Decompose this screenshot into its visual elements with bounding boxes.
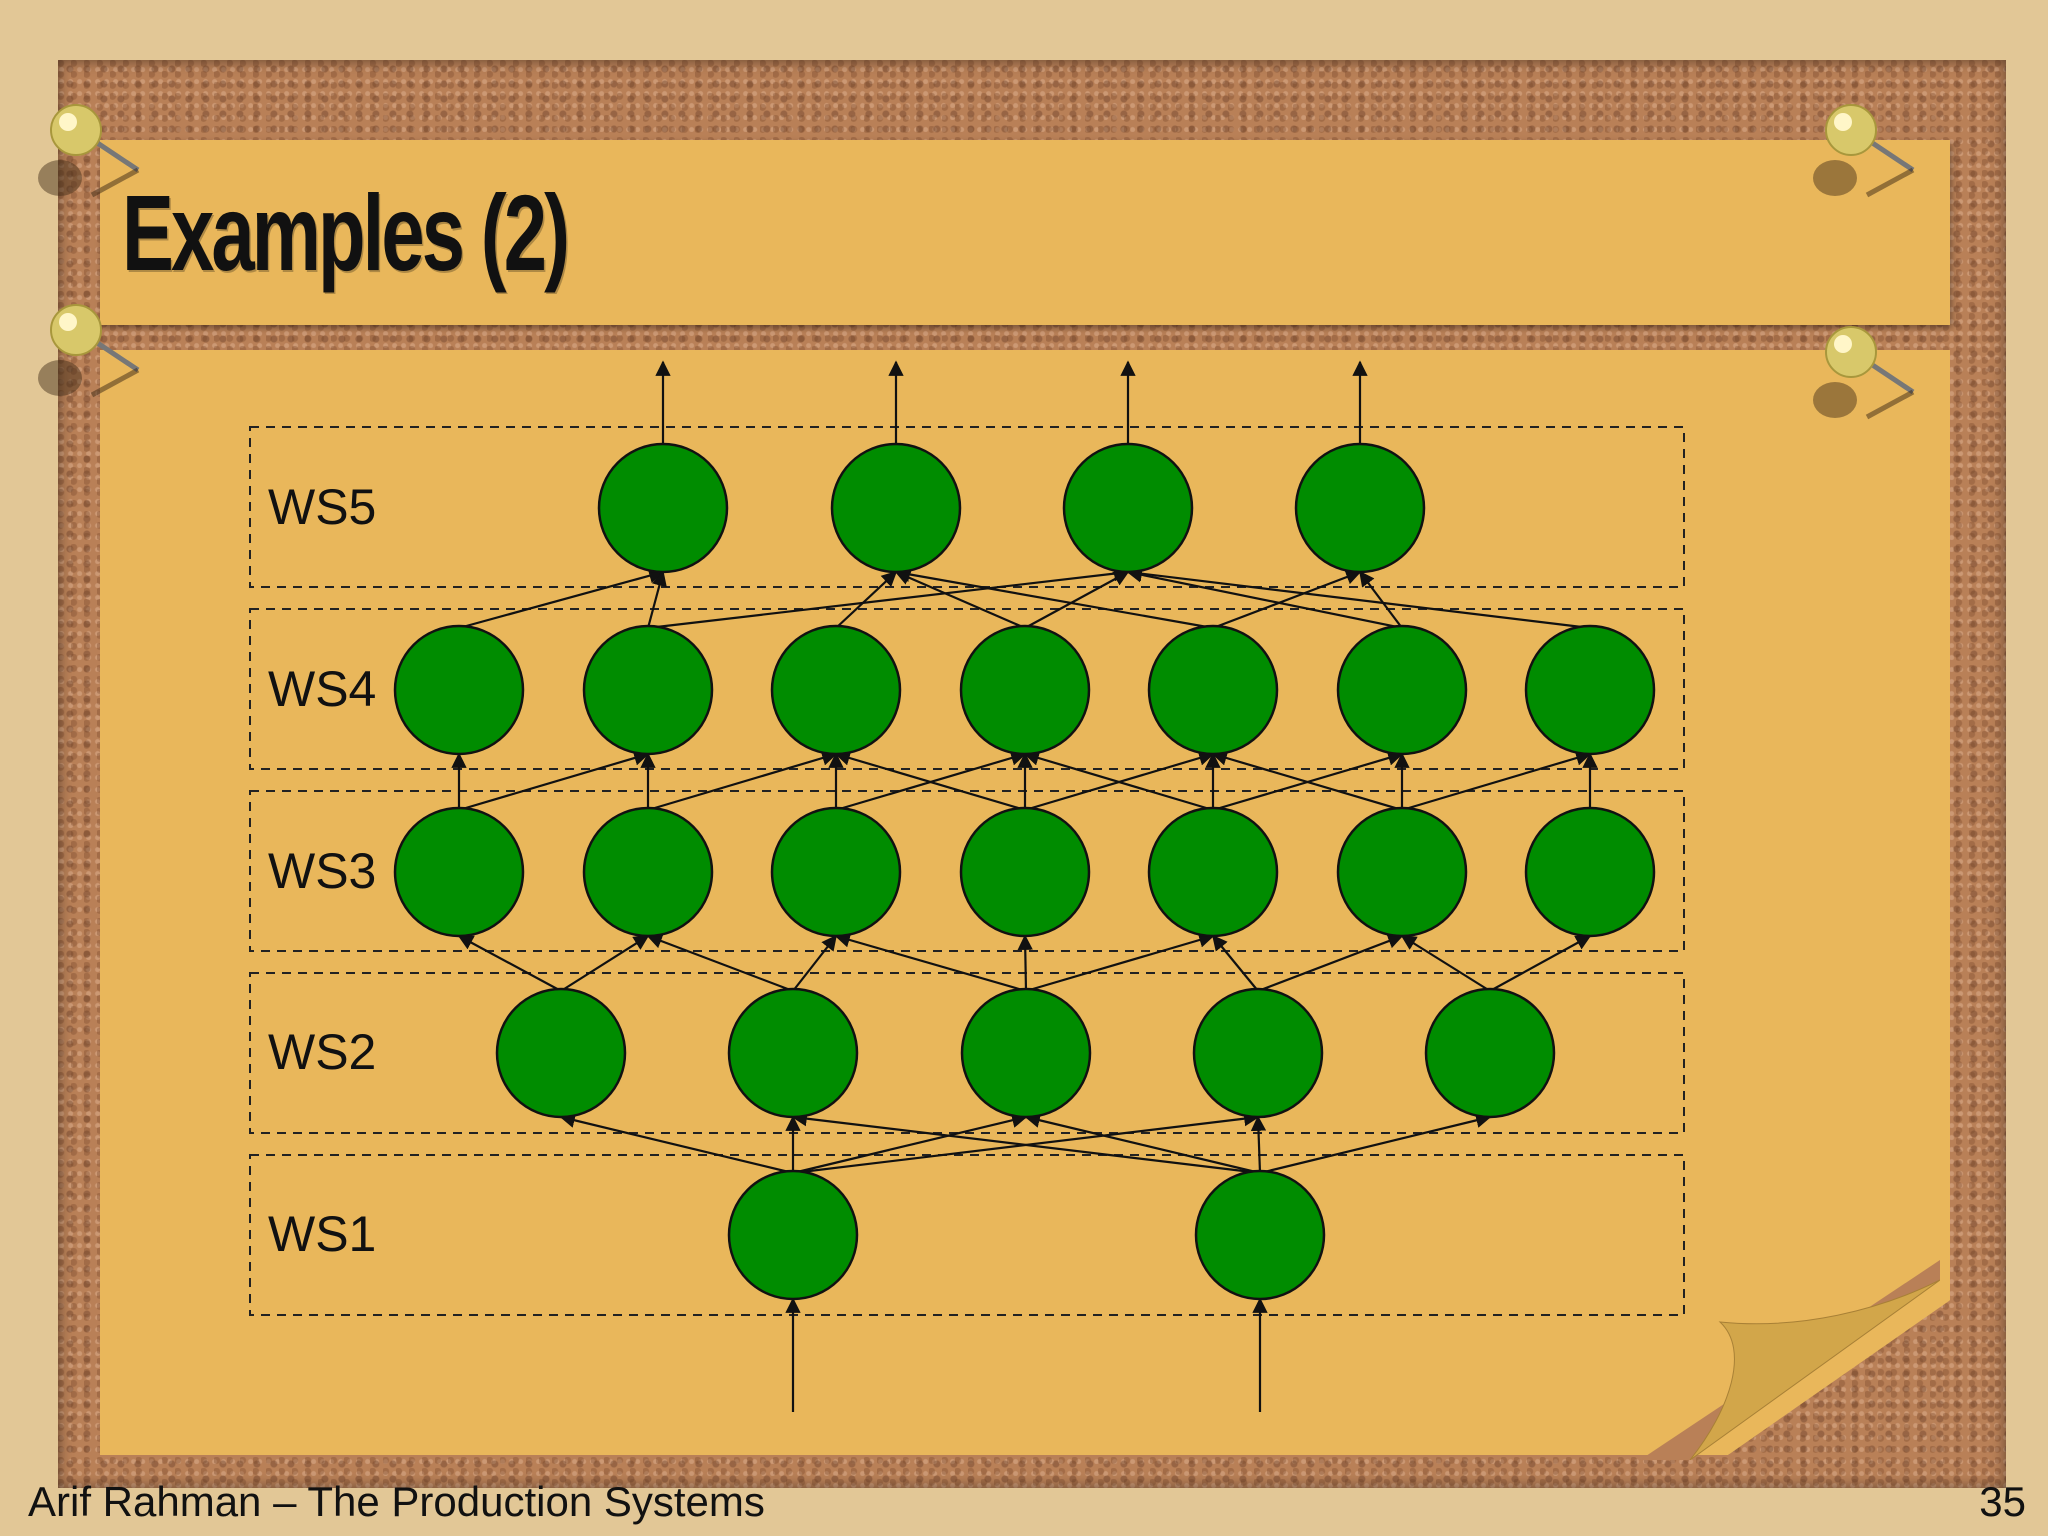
edge-arrow — [1211, 750, 1403, 812]
node-ws4-3 — [770, 624, 902, 756]
edge-arrow — [1017, 934, 1033, 992]
node-ws5-1 — [597, 442, 729, 574]
layer-box-ws2 — [249, 972, 1685, 1134]
title-note — [100, 140, 1950, 325]
push-pin-icon — [1813, 104, 1915, 198]
node-ws2-2 — [727, 987, 859, 1119]
node-ws1-1 — [727, 1169, 859, 1301]
edge-arrow — [1023, 750, 1214, 812]
page-number: 35 — [1979, 1478, 2026, 1525]
edge-arrow — [559, 1112, 794, 1175]
edge-arrow — [1025, 932, 1215, 993]
edge-arrow — [647, 565, 1130, 630]
edge-arrow — [1259, 1112, 1492, 1175]
edge-arrow — [458, 750, 650, 812]
edge-arrow — [1400, 935, 1491, 992]
node-ws5-4 — [1294, 442, 1426, 574]
edge-arrow — [834, 932, 1027, 993]
node-ws3-4 — [959, 806, 1091, 938]
slide-title: Examples (2) — [122, 172, 570, 293]
edge-arrow — [791, 1111, 1261, 1175]
edge-arrow — [646, 933, 794, 993]
node-ws4-1 — [393, 624, 525, 756]
node-ws3-3 — [770, 806, 902, 938]
layer-box-ws3 — [249, 790, 1685, 952]
node-ws4-6 — [1336, 624, 1468, 756]
node-ws4-2 — [582, 624, 714, 756]
edge-arrow — [1359, 570, 1403, 629]
edge-arrow — [1212, 569, 1362, 630]
node-ws3-7 — [1524, 806, 1656, 938]
layer-box-ws1 — [249, 1154, 1685, 1316]
node-ws2-5 — [1424, 987, 1556, 1119]
layer-box-ws4 — [249, 608, 1685, 770]
edge-arrow — [1250, 1115, 1267, 1174]
edge-arrow — [1024, 571, 1130, 629]
node-ws3-6 — [1336, 806, 1468, 938]
push-pin-icon — [38, 304, 140, 398]
edge-arrow — [792, 1112, 1028, 1175]
edge-arrow — [647, 750, 838, 812]
edge-arrow — [1126, 567, 1403, 630]
layer-label: WS5 — [268, 479, 377, 535]
node-ws2-3 — [960, 987, 1092, 1119]
edge-arrow — [1212, 934, 1259, 992]
edge-arrow — [457, 935, 562, 992]
edge-arrow — [894, 570, 1026, 630]
node-ws4-4 — [959, 624, 1091, 756]
node-ws4-7 — [1524, 624, 1656, 756]
edge-arrow — [1257, 933, 1404, 993]
edge-arrow — [560, 935, 650, 992]
edge-arrow — [646, 570, 667, 629]
node-ws5-2 — [830, 442, 962, 574]
edge-arrow — [458, 568, 665, 630]
edge-arrow — [1024, 1112, 1261, 1175]
node-ws2-4 — [1192, 987, 1324, 1119]
node-ws2-1 — [495, 987, 627, 1119]
node-ws3-2 — [582, 806, 714, 938]
footer-text: Arif Rahman – The Production Systems — [28, 1478, 765, 1525]
edge-arrow — [835, 570, 898, 629]
edge-arrow — [1401, 750, 1592, 812]
layer-label: WS1 — [268, 1206, 377, 1262]
edge-arrow — [1126, 566, 1591, 630]
layer-box-ws5 — [249, 426, 1685, 588]
push-pin-icon — [38, 104, 140, 198]
layer-label: WS2 — [268, 1024, 377, 1080]
edge-arrow — [792, 934, 837, 992]
node-ws4-5 — [1147, 624, 1279, 756]
page-curl — [1640, 1260, 1940, 1460]
node-ws5-3 — [1062, 442, 1194, 574]
edge-arrow — [1489, 935, 1592, 992]
layer-label: WS4 — [268, 661, 377, 717]
edge-arrow — [894, 566, 1214, 630]
node-ws3-5 — [1147, 806, 1279, 938]
node-ws1-2 — [1194, 1169, 1326, 1301]
node-ws3-1 — [393, 806, 525, 938]
edge-arrow — [834, 750, 1026, 812]
push-pin-icon — [1813, 326, 1915, 420]
layer-label: WS3 — [268, 843, 377, 899]
